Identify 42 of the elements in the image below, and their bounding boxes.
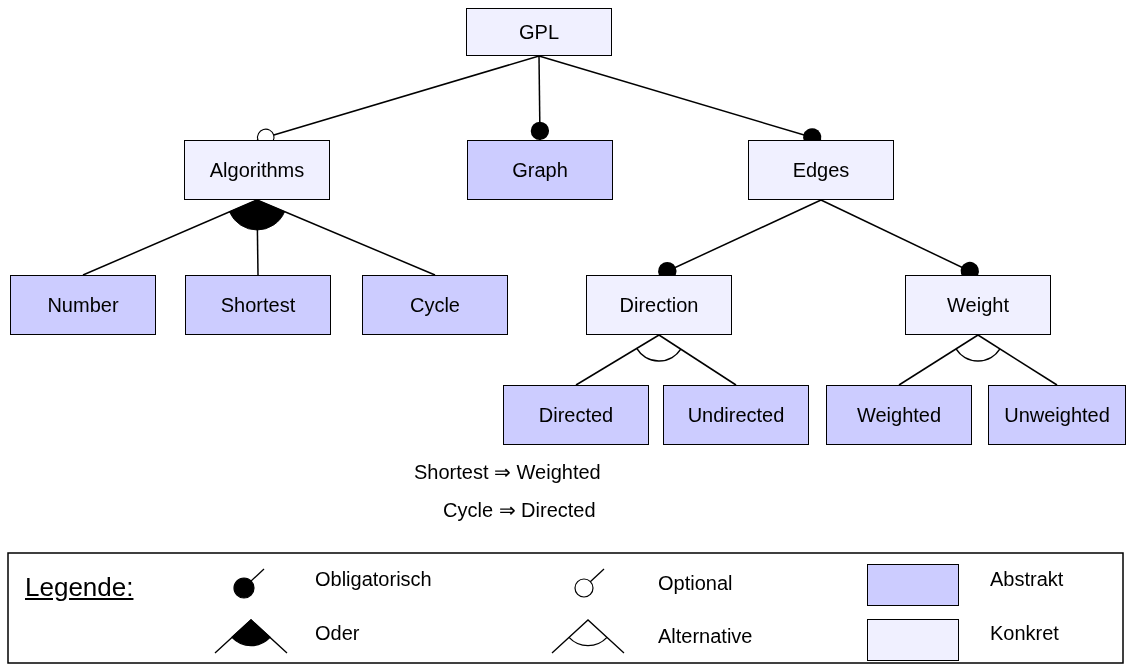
legend-text: Oder	[315, 622, 360, 645]
feature-box	[184, 140, 330, 200]
legend-text: Optional	[658, 572, 733, 595]
feature-box	[905, 275, 1051, 335]
feature-name: Algorithms	[209, 158, 305, 182]
feature-name: Directed	[538, 403, 614, 427]
feature-box	[748, 140, 894, 200]
connector-line	[658, 334, 737, 386]
connector-line	[575, 334, 660, 386]
feature-box	[988, 385, 1126, 445]
feature-name: Shortest	[220, 293, 296, 317]
feature-name: Weight	[947, 293, 1009, 317]
connector-line	[977, 334, 1058, 386]
legend-text: Obligatorisch	[315, 568, 432, 591]
constraint-text: Shortest ⇒ Weighted	[414, 460, 601, 484]
feature-box	[663, 385, 809, 445]
feature-name: Unweighted	[1004, 403, 1110, 427]
connector-line	[898, 334, 979, 386]
feature-box	[826, 385, 972, 445]
connector	[256, 199, 436, 276]
feature-name: Undirected	[687, 403, 785, 427]
feature-name: Cycle	[410, 293, 460, 317]
feature-name: Direction	[619, 293, 699, 317]
feature-name: Number	[47, 293, 119, 317]
feature-box	[362, 275, 508, 335]
feature-box	[466, 8, 612, 56]
feature-box	[10, 275, 156, 335]
legend-text: Konkret	[990, 622, 1059, 645]
constraint-text: Cycle ⇒ Directed	[443, 498, 596, 522]
feature-name: Graph	[512, 158, 568, 182]
connector	[82, 199, 258, 276]
feature-box	[467, 140, 613, 200]
legend-text: Abstrakt	[990, 568, 1064, 591]
feature-box	[503, 385, 649, 445]
feature-name: Weighted	[856, 403, 942, 427]
legend-text: Alternative	[658, 625, 753, 648]
feature-name: Edges	[792, 158, 850, 182]
feature-box	[185, 275, 331, 335]
connector	[530, 55, 550, 141]
feature-name: GPL	[519, 20, 559, 44]
legend-title: Legende:	[25, 572, 134, 603]
feature-box	[586, 275, 732, 335]
